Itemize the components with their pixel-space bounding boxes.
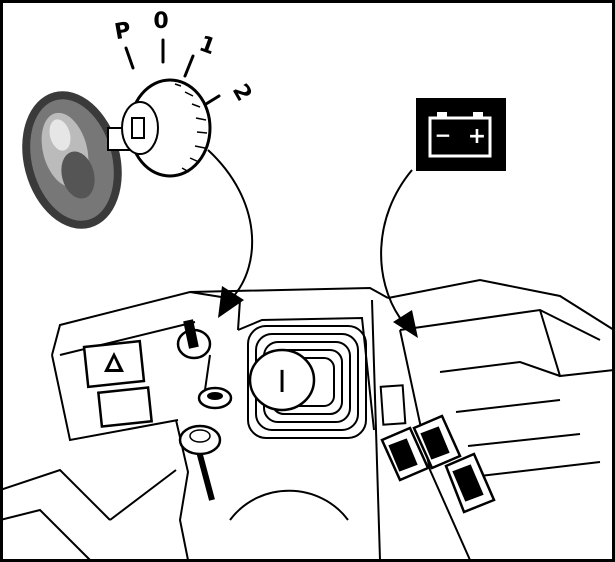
tick-2: [206, 96, 219, 104]
battery-minus-sign: −: [435, 123, 452, 147]
choke-knob[interactable]: [199, 355, 231, 408]
tick-1: [185, 56, 193, 76]
hazard-switch[interactable]: [84, 341, 144, 387]
blank-switch[interactable]: [98, 387, 151, 426]
position-label-2: 2: [227, 80, 256, 106]
position-label-0: 0: [153, 9, 168, 34]
ignition-key: P 0 1 2: [8, 9, 257, 240]
rocker-switch-3[interactable]: [446, 454, 494, 512]
battery-warning-symbol: − +: [416, 98, 506, 171]
tick-p: [126, 48, 133, 68]
battery-pointer-arrow: [381, 170, 418, 338]
charge-warning-light: [381, 385, 406, 424]
dashboard-console: [0, 280, 614, 560]
position-label-p: P: [113, 18, 133, 45]
gear-shift-knob[interactable]: I: [250, 350, 314, 410]
battery-plus-sign: +: [468, 124, 486, 149]
gear-knob-label: I: [278, 365, 287, 400]
position-label-1: 1: [196, 32, 219, 61]
key-pointer-arrow: [208, 150, 252, 318]
